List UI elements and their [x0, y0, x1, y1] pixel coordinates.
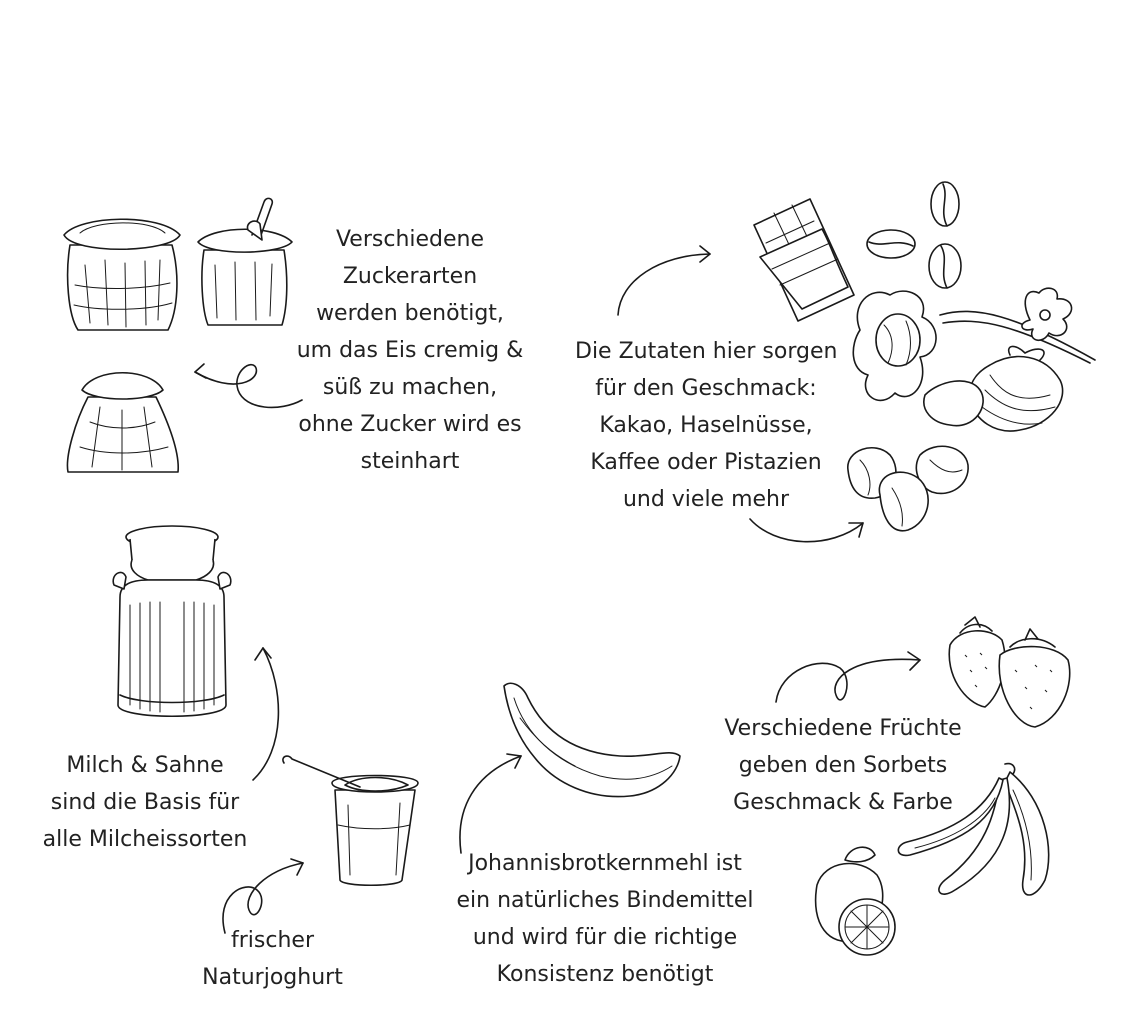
flavor-arrow-bottom-icon: [745, 505, 870, 555]
yogurt-line-1: frischer: [231, 928, 314, 953]
fruit-line-1: Verschiedene Früchte: [724, 716, 962, 741]
yogurt-cup-icon: [280, 755, 425, 895]
carob-line-1: Johannisbrotkernmehl ist: [468, 851, 742, 876]
flavor-line-1: Die Zutaten hier sorgen: [575, 339, 838, 364]
milk-line-1: Milch & Sahne: [66, 753, 224, 778]
milk-line-3: alle Milcheissorten: [42, 827, 248, 852]
sugar-sack-icon: [60, 205, 185, 335]
fruit-text: Verschiedene Früchte geben den Sorbets G…: [718, 710, 968, 821]
milk-text: Milch & Sahne sind die Basis für alle Mi…: [25, 747, 265, 858]
vanilla-flower-icon: [935, 285, 1100, 365]
sugar-line-5: süß zu machen,: [322, 375, 498, 400]
pistachio-icon: [840, 440, 975, 540]
sugar-arrow-icon: [190, 350, 310, 420]
coffee-bean-icon: [865, 180, 970, 290]
banana-icon: [895, 760, 1070, 910]
milk-can-icon: [110, 525, 235, 725]
strawberry-icon: [940, 615, 1080, 730]
sugar-line-4: um das Eis cremig &: [296, 338, 524, 363]
flavor-line-4: Kaffee oder Pistazien: [590, 450, 822, 475]
sugar-line-1: Verschiedene: [335, 227, 485, 252]
flavor-arrow-top-icon: [610, 240, 720, 320]
small-sugar-sack-icon: [60, 362, 185, 477]
hazelnut-icon: [850, 285, 945, 410]
fruit-line-2: geben den Sorbets: [738, 753, 948, 778]
sugar-line-2: Zuckerarten: [342, 264, 478, 289]
yogurt-arrow-icon: [215, 855, 310, 935]
flavor-line-5: und viele mehr: [622, 487, 790, 512]
sugar-line-6: ohne Zucker wird es: [298, 412, 522, 437]
cocoa-pod-icon: [920, 345, 1065, 455]
chocolate-bar-icon: [750, 195, 860, 325]
sugar-line-3: werden benötigt,: [316, 301, 504, 326]
milk-line-2: sind die Basis für: [50, 790, 240, 815]
carob-text: Johannisbrotkernmehl ist ein natürliches…: [455, 845, 755, 993]
sugar-text: Verschiedene Zuckerarten werden benötigt…: [290, 221, 530, 480]
milk-arrow-icon: [245, 640, 290, 785]
carob-arrow-icon: [455, 748, 530, 858]
flavor-text: Die Zutaten hier sorgen für den Geschmac…: [575, 333, 837, 518]
fruit-arrow-icon: [770, 640, 930, 710]
carob-line-3: und wird für die richtige: [472, 925, 738, 950]
carob-line-2: ein natürliches Bindemittel: [456, 888, 754, 913]
flavor-line-3: Kakao, Haselnüsse,: [599, 413, 813, 438]
flavor-line-2: für den Geschmack:: [595, 376, 817, 401]
yogurt-line-2: Naturjoghurt: [202, 965, 343, 990]
lemon-icon: [805, 845, 900, 960]
sugar-line-7: steinhart: [360, 449, 460, 474]
carob-pod-icon: [500, 678, 685, 803]
sugar-sack-scoop-icon: [190, 180, 300, 330]
fruit-line-3: Geschmack & Farbe: [733, 790, 953, 815]
carob-line-4: Konsistenz benötigt: [496, 962, 714, 987]
yogurt-text: frischer Naturjoghurt: [185, 922, 360, 996]
